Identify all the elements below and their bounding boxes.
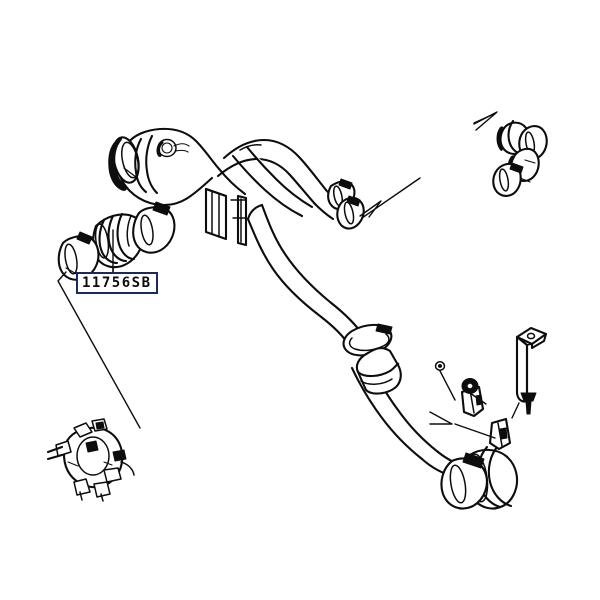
duct-side-port [156,138,190,158]
throttle-body [46,418,135,502]
leader-line-duct-tabs [429,411,496,439]
leader-line-flange [230,199,247,219]
pcv-valve-assembly [492,119,548,197]
part-number-callout-11756SB[interactable]: 11756SB [76,272,158,294]
grommet-nut [461,378,479,394]
small-washer [434,361,446,371]
leader-line-grommet [469,392,487,405]
leader-line-valve [473,111,498,131]
leader-line-washer [439,370,456,401]
corrugated-bellows-hose [92,212,145,269]
leader-line-crossover-ring [359,177,421,219]
bracket-bolt [520,392,537,415]
leader-line-bracket [511,402,520,419]
duct-flange-block [204,187,248,247]
hose-clamp-lower-right [440,452,488,510]
leader-line-clamp-to-throttle [57,271,141,429]
hose-clamp-left-inner [132,201,176,254]
hose-collar-mid [355,347,402,395]
outlet-duct-tab [488,417,512,451]
part-number-label: 11756SB [82,275,152,291]
hose-clamp-left-outer [57,231,100,281]
mounting-bracket [515,326,548,403]
crossover-pipe [216,138,346,221]
upper-intake-duct [108,127,247,207]
crossover-end-ring [336,195,365,230]
